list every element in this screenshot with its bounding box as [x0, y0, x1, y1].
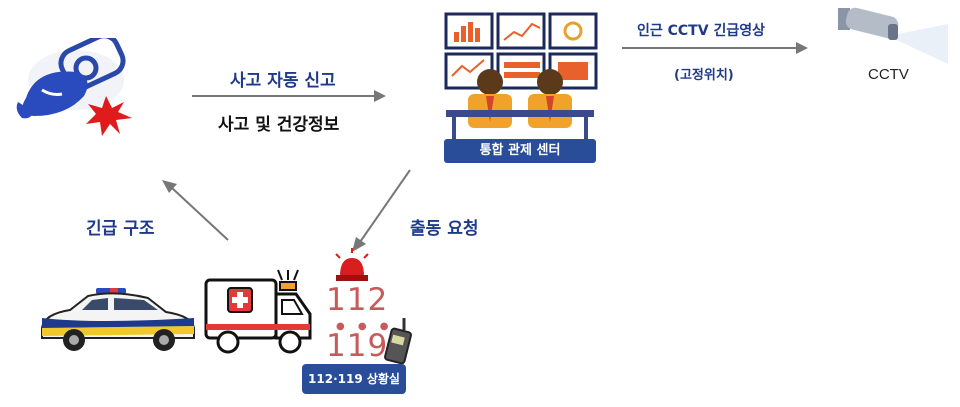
siren-icon — [335, 248, 369, 281]
arrow-dispatch — [352, 169, 411, 252]
situation-room-badge: 112·119 상황실 — [302, 364, 406, 394]
dispatch-request-label: 출동 요청 — [410, 219, 479, 239]
arrow-rescue — [162, 180, 229, 241]
arrow-report — [192, 90, 386, 102]
arrow-cctv — [622, 42, 808, 54]
cctv-video-label: 인근 CCTV 긴급영상 — [637, 23, 765, 39]
dots-divider: ● ● ● — [336, 321, 394, 332]
control-center-badge: 통합 관제 센터 — [444, 139, 596, 163]
auto-report-label: 사고 자동 신고 — [230, 71, 336, 91]
police-car-icon — [41, 288, 195, 351]
fixed-position-label: (고정위치) — [674, 68, 734, 83]
ambulance-icon — [204, 269, 312, 354]
emergency-rescue-label: 긴급 구조 — [86, 219, 155, 239]
cctv-camera-icon — [838, 7, 948, 64]
radio-icon — [384, 318, 412, 364]
control-center-icon — [444, 12, 598, 139]
motorcycle-crash-icon — [16, 38, 132, 136]
accident-info-label: 사고 및 건강정보 — [218, 115, 340, 135]
number-112: 112 — [326, 282, 389, 318]
number-119: 119 — [326, 328, 389, 364]
cctv-label: CCTV — [868, 66, 909, 83]
